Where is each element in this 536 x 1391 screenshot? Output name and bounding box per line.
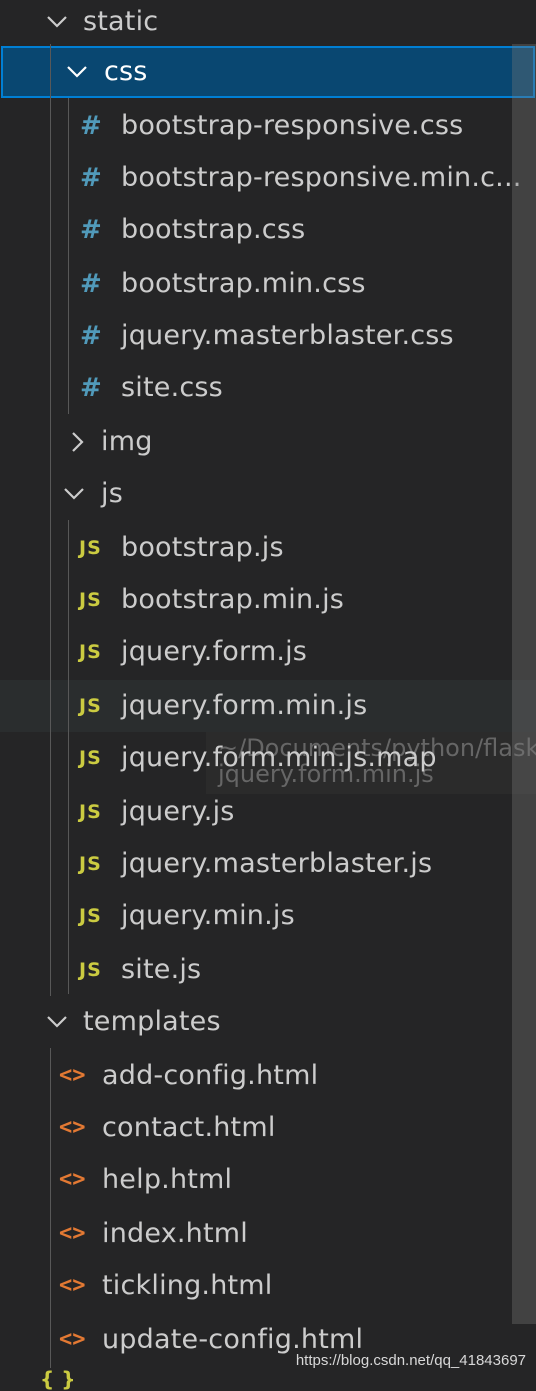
html-icon: <> [59,1167,86,1192]
html-icon: <> [59,1115,86,1140]
tree-file-bootstrap-min-js[interactable]: JS bootstrap.min.js [0,574,512,626]
tree-folder-img[interactable]: img [0,416,512,468]
hash-icon: # [80,373,102,403]
tree-file-jquery-form-js[interactable]: JS jquery.form.js [0,626,512,678]
tree-item-label: bootstrap-responsive.css [121,110,464,141]
chevron-down-icon [64,59,90,85]
tree-item-label: jquery.form.js [121,636,308,667]
tree-file-bootstrap-js[interactable]: JS bootstrap.js [0,522,512,574]
tree-item-label: bootstrap-responsive.min.c... [121,162,522,193]
hash-icon: # [80,321,102,351]
js-icon: JS [79,747,102,769]
tree-file-jquery-js[interactable]: JS jquery.js [0,786,512,838]
indent-guide [68,520,69,994]
js-icon: JS [79,641,102,663]
chevron-right-icon [64,429,90,455]
tree-file-bootstrap-responsive-css[interactable]: # bootstrap-responsive.css [0,100,512,152]
tree-item-label: jquery.form.min.js [121,690,368,721]
tree-item-label: contact.html [102,1112,276,1143]
watermark-text: https://blog.csdn.net/qq_41843697 [295,1352,526,1369]
tree-item-label: css [104,56,148,87]
tree-item-label: help.html [102,1164,233,1195]
tree-file-add-config-html[interactable]: <> add-config.html [0,1050,512,1102]
tree-item-label: bootstrap.css [121,214,306,245]
chevron-down-icon [44,1009,70,1035]
tree-item-label: jquery.min.js [121,900,295,931]
tree-item-label: index.html [102,1218,248,1249]
html-icon: <> [59,1273,86,1298]
tree-item-label: jquery.js [121,796,235,827]
html-icon: <> [59,1327,86,1352]
tree-file-bootstrap-css[interactable]: # bootstrap.css [0,204,512,256]
chevron-down-icon [44,9,70,35]
tree-item-label: bootstrap.min.css [121,268,366,299]
tree-file-index-html[interactable]: <> index.html [0,1208,512,1260]
js-icon: JS [79,537,102,559]
partial-tree-item: { } [40,1367,76,1391]
tooltip-path: ~/Documents/python/flask_app [218,734,536,762]
hash-icon: # [80,215,102,245]
js-icon: JS [79,959,102,981]
tree-file-bootstrap-responsive-min-css[interactable]: # bootstrap-responsive.min.c... [0,152,521,204]
tree-folder-static[interactable]: static [0,0,512,48]
tree-file-update-config-html[interactable]: <> update-config.html [0,1314,512,1366]
hash-icon: # [80,269,102,299]
tree-file-jquery-form-min-js-map[interactable]: JS jquery.form.min.js.map [0,732,512,784]
html-icon: <> [59,1221,86,1246]
tree-file-bootstrap-min-css[interactable]: # bootstrap.min.css [0,258,512,310]
tree-item-label: update-config.html [102,1324,364,1355]
hash-icon: # [80,111,102,141]
tree-item-label: img [101,426,153,457]
tree-item-label: static [83,6,159,37]
tree-file-jquery-masterblaster-js[interactable]: JS jquery.masterblaster.js [0,838,512,890]
hash-icon: # [80,163,102,193]
vertical-scrollbar[interactable] [512,44,536,1324]
tree-file-site-js[interactable]: JS site.js [0,944,512,996]
tree-item-label: jquery.masterblaster.js [121,848,433,879]
tree-item-label: templates [83,1006,221,1037]
html-icon: <> [59,1063,86,1088]
tree-item-label: bootstrap.min.js [121,584,345,615]
tree-file-help-html[interactable]: <> help.html [0,1154,512,1206]
tree-item-label: site.js [121,954,202,985]
tree-item-label: jquery.masterblaster.css [121,320,454,351]
js-icon: JS [79,853,102,875]
js-icon: JS [79,905,102,927]
tree-item-label: site.css [121,372,223,403]
tree-item-label: tickling.html [102,1270,273,1301]
indent-guide [50,1048,51,1368]
tooltip-filename: jquery.form.min.js [218,760,434,788]
tree-folder-js[interactable]: js [0,468,512,520]
tree-folder-templates[interactable]: templates [0,996,512,1048]
js-icon: JS [79,695,102,717]
path-tooltip: ~/Documents/python/flask_app jquery.form… [206,732,536,794]
tree-file-tickling-html[interactable]: <> tickling.html [0,1260,512,1312]
tree-file-jquery-min-js[interactable]: JS jquery.min.js [0,890,512,942]
tree-file-contact-html[interactable]: <> contact.html [0,1102,512,1154]
indent-guide [50,44,51,996]
js-icon: JS [79,589,102,611]
tree-item-label: js [101,478,123,509]
js-icon: JS [79,801,102,823]
tree-file-site-css[interactable]: # site.css [0,362,512,414]
tree-item-label: jquery.form.min.js.map [121,742,437,773]
tree-file-jquery-form-min-js[interactable]: JS jquery.form.min.js [0,680,536,732]
tree-item-label: add-config.html [102,1060,319,1091]
indent-guide [68,98,69,414]
tree-item-label: bootstrap.js [121,532,284,563]
tree-folder-css[interactable]: css [1,46,535,98]
chevron-down-icon [61,481,87,507]
tree-file-jquery-masterblaster-css[interactable]: # jquery.masterblaster.css [0,310,512,362]
